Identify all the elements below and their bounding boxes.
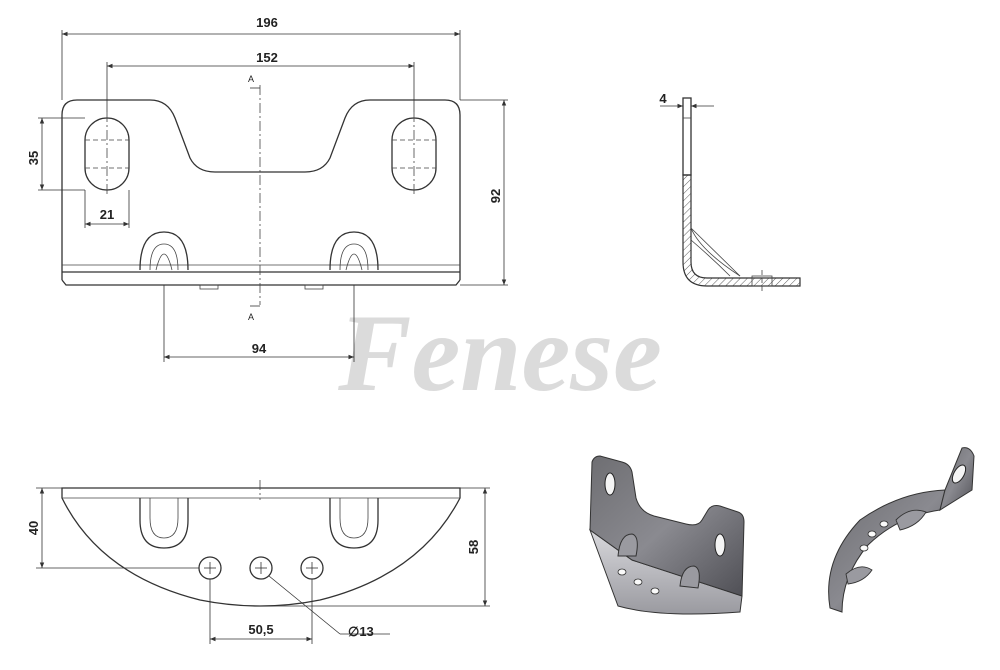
- bottom-plate-outline: [61, 487, 461, 607]
- isometric-view-back: [828, 447, 975, 613]
- dim-height: 92: [488, 189, 503, 203]
- iso1-slot-left: [604, 472, 616, 496]
- dim-slot-height: 35: [26, 151, 41, 165]
- rib-right: [304, 284, 324, 290]
- section-label-top: A: [248, 74, 254, 84]
- dim-thickness: 4: [659, 91, 667, 106]
- hole-center: [249, 556, 273, 580]
- iso1-base-plate: [588, 528, 743, 615]
- dim-lug-spacing: 94: [252, 341, 267, 356]
- dim-total-depth: 58: [466, 540, 481, 554]
- iso1-vertical-plate: [589, 455, 745, 597]
- front-plate-outline: [61, 99, 461, 280]
- iso1-lug-right: [679, 565, 700, 589]
- lug-left: [139, 231, 189, 271]
- dim-hole-spacing: 50,5: [248, 622, 273, 637]
- dim-slot-width: 21: [100, 207, 114, 222]
- watermark-text: Fenese: [337, 292, 662, 414]
- lug-right: [329, 231, 379, 271]
- flange-bottom: [61, 279, 461, 286]
- front-view: A A 196 152 35 21 92 94: [26, 15, 508, 362]
- dim-depth: 40: [26, 521, 41, 535]
- dim-overall-width: 196: [256, 15, 278, 30]
- dim-hole-diameter: ∅13: [348, 624, 374, 639]
- dim-slot-spacing: 152: [256, 50, 278, 65]
- section-upper-leg: [682, 97, 692, 176]
- bottom-lug-right: [329, 498, 379, 549]
- bottom-lug-left: [139, 498, 189, 549]
- rib-left: [199, 284, 219, 290]
- iso2-slot: [951, 464, 967, 484]
- bottom-view: 40 58 50,5 ∅13: [26, 480, 490, 644]
- isometric-view-front: [588, 455, 745, 615]
- section-view: 4: [659, 91, 801, 292]
- iso2-curved-plate: [828, 489, 946, 613]
- section-hatched-profile: [682, 174, 801, 287]
- iso1-slot-right: [714, 533, 726, 557]
- section-label-bottom: A: [248, 312, 254, 322]
- iso1-lug-left: [617, 533, 638, 557]
